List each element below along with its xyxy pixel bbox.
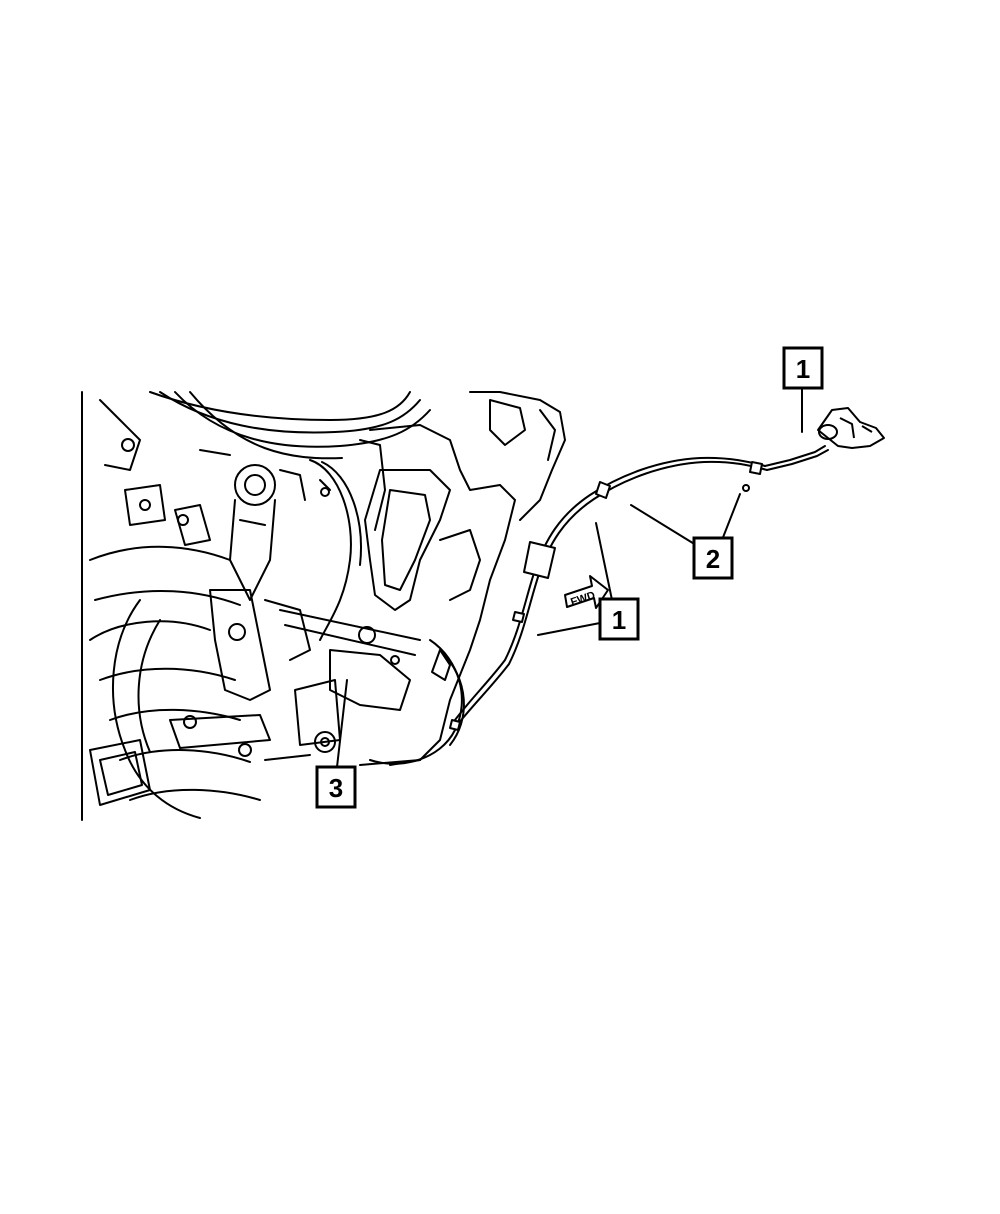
sensor-wire-harness <box>454 445 829 725</box>
harness-clip-icon <box>449 461 763 731</box>
grommet-icon <box>742 484 750 492</box>
callout-label: 1 <box>796 354 810 384</box>
leader-line-1-mid-b <box>537 622 601 636</box>
engine-illustration <box>81 391 566 821</box>
connector-icon <box>817 407 885 449</box>
callout-2: 2 <box>692 536 734 580</box>
leader-lines <box>336 387 803 768</box>
callout-1-top: 1 <box>782 346 824 390</box>
callout-1-mid: 1 <box>598 597 640 641</box>
leader-line-1-mid-a <box>595 522 613 601</box>
leader-line-3 <box>336 679 348 768</box>
leader-line-2-a <box>630 504 697 546</box>
callout-label: 3 <box>329 773 343 803</box>
callout-label: 2 <box>706 544 720 574</box>
leader-line-2-b <box>721 493 741 541</box>
callout-label: 1 <box>612 605 626 635</box>
callout-3: 3 <box>315 765 357 809</box>
